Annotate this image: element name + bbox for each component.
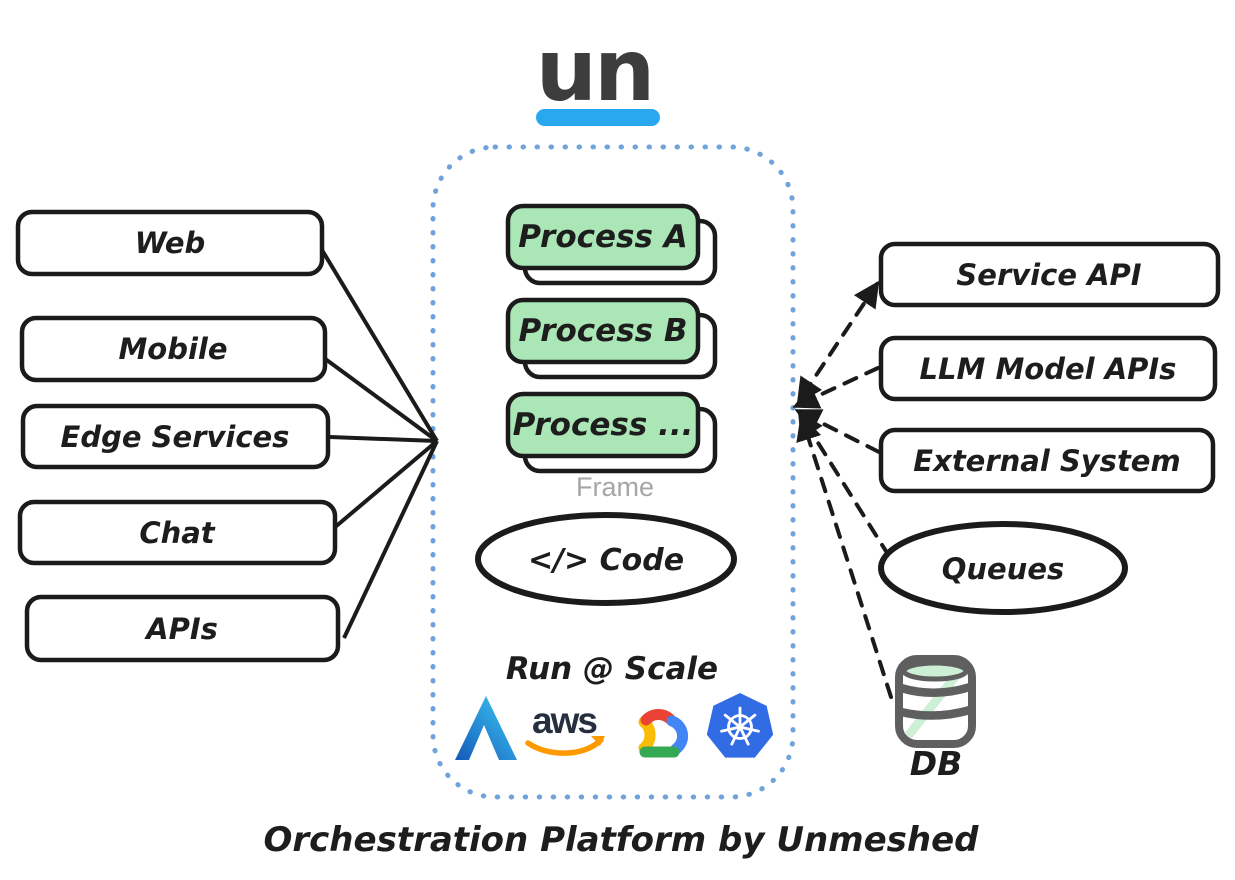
queues-node: Queues	[878, 521, 1128, 615]
process-label-a: Process A	[518, 219, 687, 255]
code-node: </> Code	[475, 512, 737, 606]
code-label: </> Code	[528, 543, 684, 578]
google-cloud-icon	[638, 709, 689, 758]
caption: Orchestration Platform by Unmeshed	[263, 820, 979, 860]
connector-queues	[797, 410, 891, 558]
db-label: DB	[910, 744, 963, 783]
system-label-llm-model-apis: LLM Model APIs	[920, 352, 1177, 386]
azure-icon	[455, 696, 517, 760]
frame-label: Frame	[576, 472, 654, 502]
aws-icon: aws	[525, 700, 605, 756]
client-box-web: Web	[15, 209, 325, 277]
process-stack-b: Process B	[505, 297, 718, 380]
logo-underline	[536, 109, 660, 126]
system-box-llm-model-apis: LLM Model APIs	[878, 335, 1218, 402]
aws-label: aws	[532, 700, 597, 741]
database-icon	[895, 655, 976, 748]
connector-apis	[342, 440, 439, 639]
connector-chat	[332, 439, 439, 530]
process-label-b: Process B	[518, 313, 687, 349]
aws-swoosh-arrowhead	[591, 736, 605, 746]
aws-swoosh	[525, 737, 604, 756]
process-stack-a: Process A	[505, 203, 718, 286]
connector-llm-model-apis	[792, 366, 880, 409]
client-label-apis: APIs	[144, 612, 218, 646]
connector-mobile	[322, 356, 439, 443]
logo-text: un	[536, 21, 652, 121]
system-label-service-api: Service API	[956, 258, 1141, 292]
connector-edge-services	[329, 435, 438, 443]
connector-service-api	[796, 280, 880, 405]
frame-border	[430, 144, 796, 800]
client-label-edge-services: Edge Services	[61, 420, 290, 454]
system-connectors	[792, 280, 893, 699]
client-label-web: Web	[135, 226, 206, 260]
client-box-chat: Chat	[17, 499, 338, 566]
client-label-chat: Chat	[139, 516, 215, 550]
client-connectors	[320, 248, 439, 639]
queues-ellipse	[878, 521, 1128, 615]
system-label-external-system: External System	[913, 444, 1180, 478]
process-box	[505, 203, 701, 271]
process-box	[505, 297, 701, 365]
system-box-service-api: Service API	[878, 241, 1221, 308]
client-label-mobile: Mobile	[118, 332, 227, 366]
client-box-edge-services: Edge Services	[20, 403, 331, 470]
connector-web	[320, 248, 439, 443]
connector-db	[796, 414, 893, 699]
code-ellipse	[475, 512, 737, 606]
process-stack-more: Process ...	[505, 391, 718, 474]
system-box-external-system: External System	[878, 427, 1216, 494]
process-box	[505, 391, 701, 459]
system-label-queues: Queues	[942, 552, 1065, 586]
run-at-scale-label: Run @ Scale	[506, 651, 718, 687]
process-label-more: Process ...	[513, 407, 694, 443]
client-box-apis: APIs	[24, 594, 341, 663]
kubernetes-icon	[706, 693, 774, 758]
client-box-mobile: Mobile	[19, 315, 328, 383]
